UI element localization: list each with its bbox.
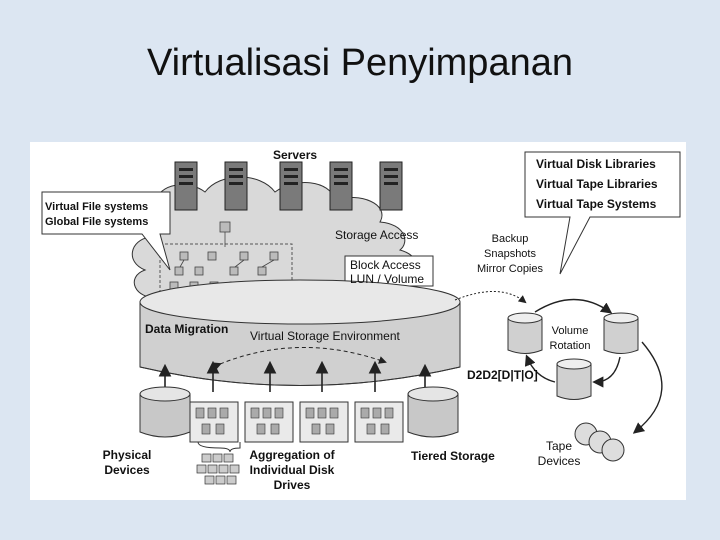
- rotation-label: Rotation: [549, 340, 591, 352]
- server-details: [179, 168, 398, 185]
- backup-label: Backup: [491, 233, 529, 245]
- virtual-libraries-callout: [524, 151, 681, 275]
- slide-title: Virtualisasi Penyimpanan: [147, 42, 573, 84]
- virtual-tape-systems-label: Virtual Tape Systems: [536, 197, 657, 211]
- snapshots-label: Snapshots: [484, 248, 536, 260]
- physical-device: [139, 386, 191, 438]
- block-access-label: Block Access: [350, 258, 421, 272]
- volume-rotation-cylinders: [507, 312, 639, 400]
- individual-disk-label: Individual Disk: [249, 463, 335, 477]
- storage-access-label: Storage Access: [335, 228, 419, 242]
- storage-virtualization-diagram: Servers Virtual File systems Global File…: [30, 142, 686, 500]
- servers-label: Servers: [273, 148, 318, 162]
- migration-arc: [212, 347, 387, 370]
- volume-label: Volume: [551, 325, 589, 337]
- tape-devices: [574, 422, 625, 462]
- file-systems-callout: [41, 191, 171, 271]
- aggregation-of-label: Aggregation of: [249, 448, 335, 462]
- virtual-storage-environment-label: Virtual Storage Environment: [250, 329, 400, 343]
- lun-volume-label: LUN / Volume: [350, 272, 425, 286]
- server-icons: [174, 161, 403, 211]
- d2d-arrow: [454, 291, 527, 304]
- d2d2-label: D2D2[D|T|O]: [467, 368, 538, 382]
- block-access-box: [344, 255, 434, 287]
- virtual-tape-libraries-label: Virtual Tape Libraries: [536, 177, 658, 191]
- mirror-copies-label: Mirror Copies: [476, 263, 543, 275]
- tiered-storage-label: Tiered Storage: [411, 449, 495, 463]
- drives-label: Drives: [273, 478, 311, 492]
- aggregation-brace: [197, 441, 241, 453]
- diagram-graphics: [41, 151, 681, 485]
- tape-label: Tape: [545, 439, 573, 453]
- disk-drives: [195, 407, 394, 435]
- physical-label: Physical: [102, 448, 152, 462]
- rotation-arrows: [524, 298, 663, 434]
- devices-label: Devices: [104, 463, 150, 477]
- virtual-disk-libraries-label: Virtual Disk Libraries: [536, 157, 656, 171]
- global-file-systems-label: Global File systems: [45, 216, 149, 228]
- data-migration-label: Data Migration: [145, 322, 229, 336]
- file-tree-lines: [179, 232, 275, 268]
- tape-devices-label: Devices: [537, 454, 581, 468]
- tiered-storage-device: [407, 386, 459, 438]
- virtual-file-systems-label: Virtual File systems: [45, 201, 149, 213]
- individual-drives: [196, 453, 240, 485]
